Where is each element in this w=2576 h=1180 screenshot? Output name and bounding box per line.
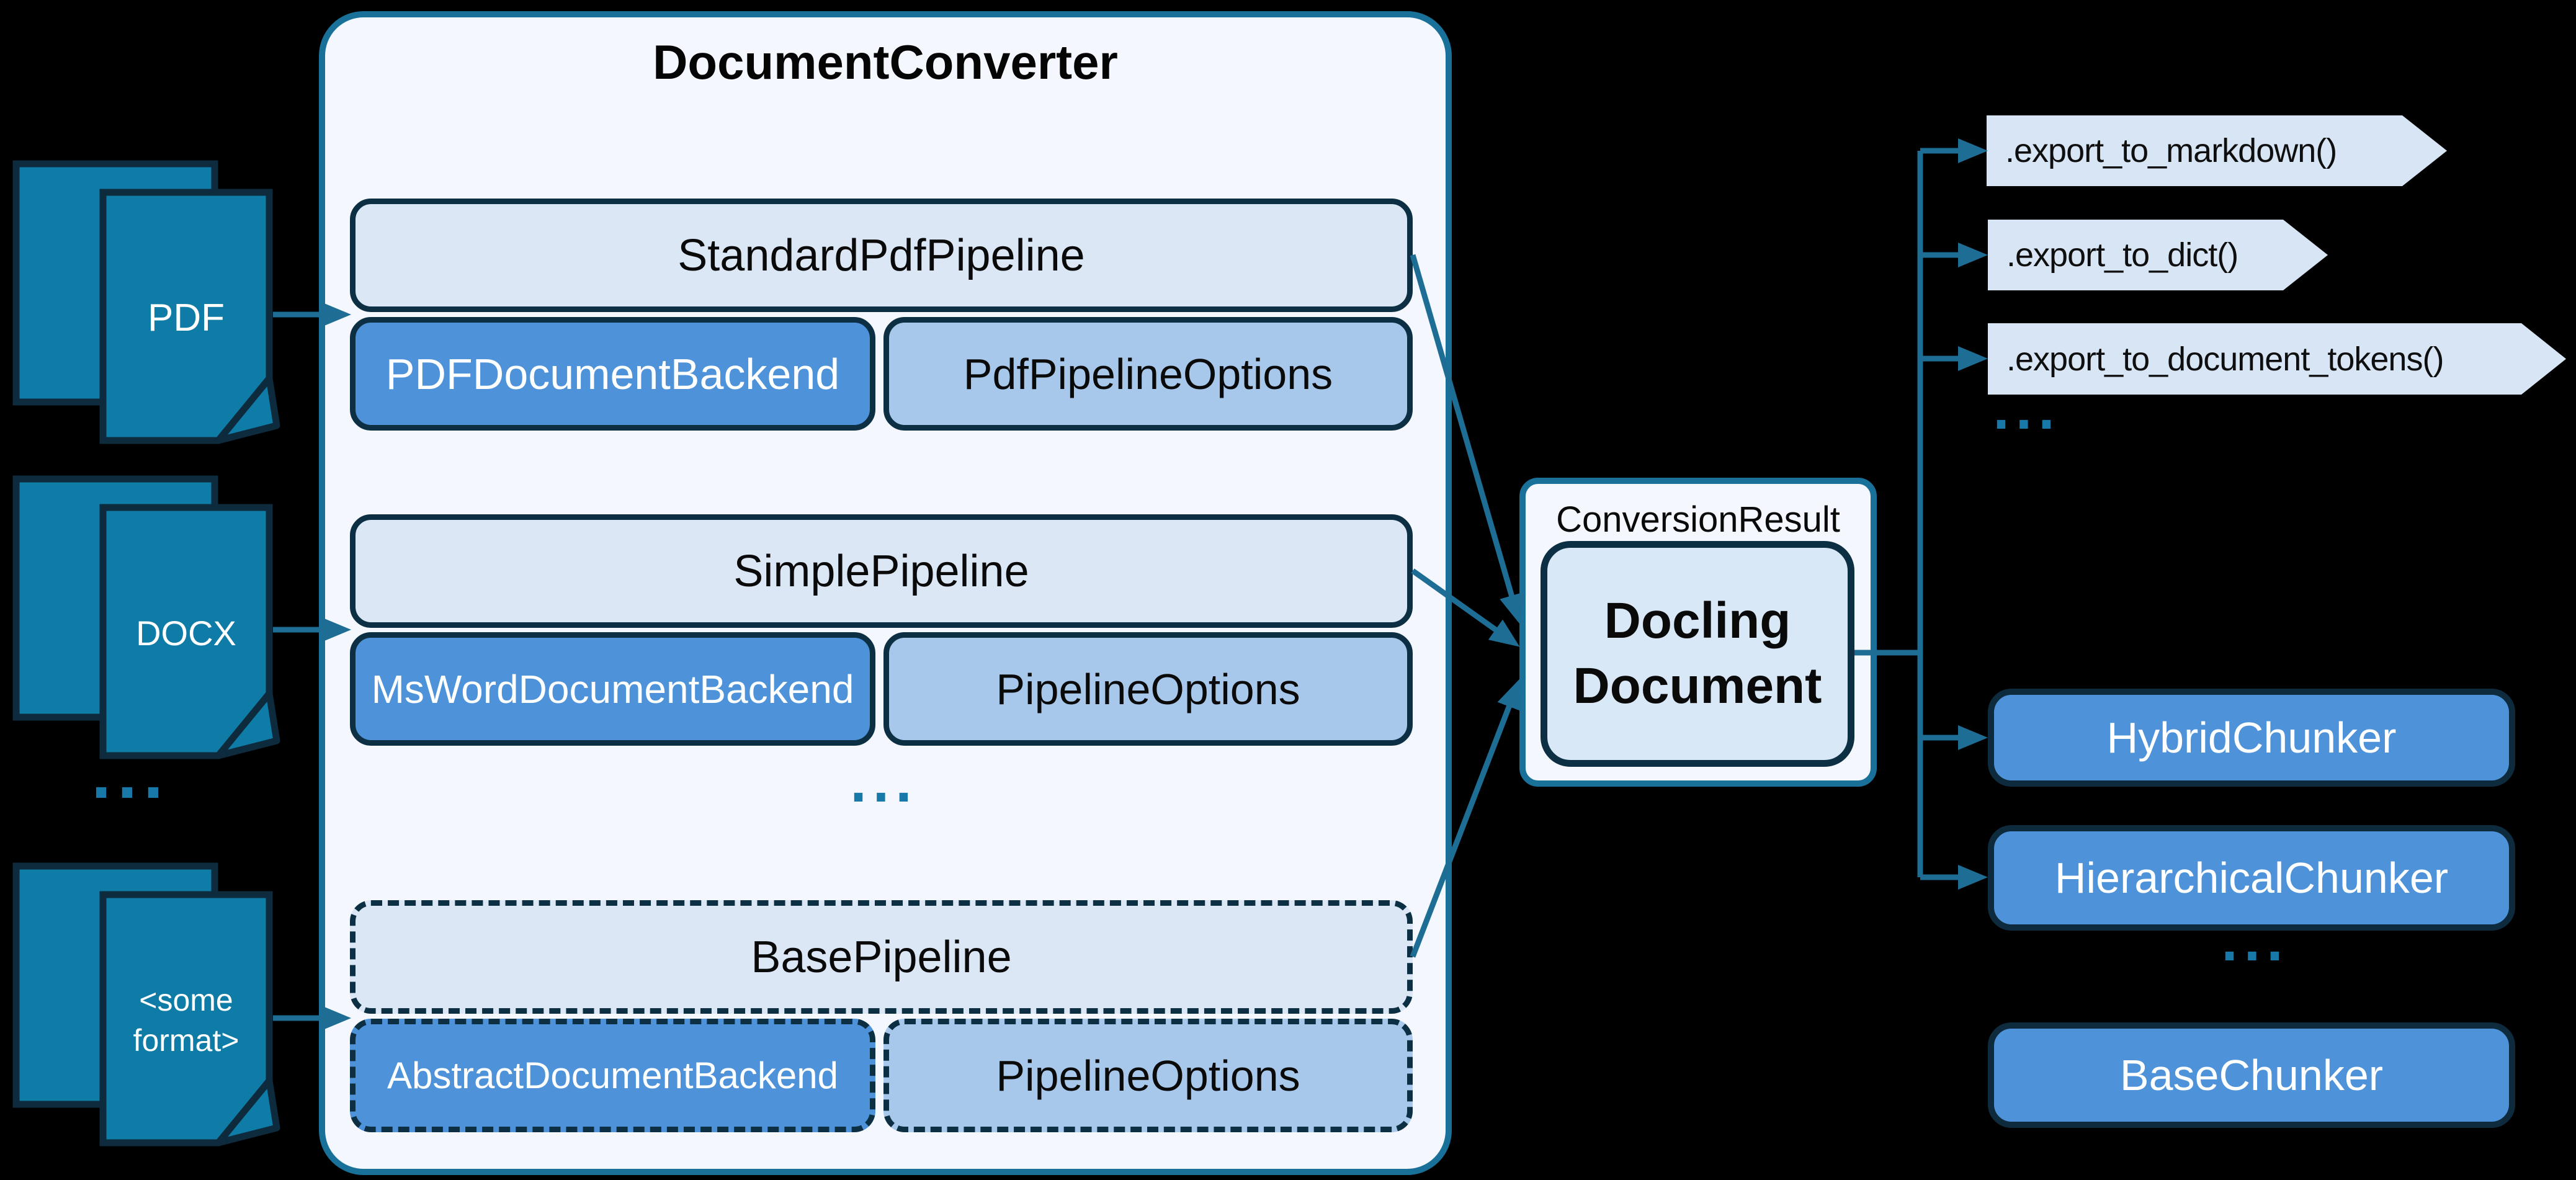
some-format-documents-icon (12, 862, 280, 1146)
conversion-result-label: ConversionResult (1556, 499, 1840, 540)
pdf-fold-corner (215, 375, 280, 444)
abstract-document-backend-box: AbstractDocumentBackend (350, 1019, 875, 1132)
converter-ellipsis: ... (850, 749, 918, 815)
docx-fold-corner (215, 690, 280, 759)
base-pipeline-options-box: PipelineOptions (883, 1019, 1413, 1132)
export-to-markdown-flag: .export_to_markdown() (1987, 115, 2447, 186)
hierarchical-chunker-box: HierarchicalChunker (1988, 825, 2515, 931)
document-converter-title: DocumentConverter (653, 34, 1118, 89)
docling-document-box: Docling Document (1541, 541, 1854, 767)
exports-ellipsis: ... (1993, 376, 2061, 442)
export-to-dict-flag: .export_to_dict() (1988, 220, 2328, 290)
base-chunker-box: BaseChunker (1988, 1022, 2515, 1128)
msword-document-backend-box: MsWordDocumentBackend (350, 632, 875, 746)
some-format-fold-corner (215, 1077, 280, 1146)
some-format-label: <some format> (133, 983, 239, 1058)
docx-documents-icon (12, 475, 280, 759)
docling-document-line1: Docling (1604, 592, 1791, 650)
docling-document-line2: Document (1573, 658, 1822, 714)
pipeline-options-box: PipelineOptions (883, 632, 1413, 746)
input-ellipsis: ... (91, 734, 169, 813)
simple-pipeline-box: SimplePipeline (350, 514, 1413, 628)
pdf-documents-icon (12, 160, 280, 444)
standard-pdf-pipeline-box: StandardPdfPipeline (350, 199, 1413, 312)
chunkers-ellipsis: ... (2221, 908, 2289, 973)
base-pipeline-box: BasePipeline (350, 900, 1413, 1014)
export-to-document-tokens-flag: .export_to_document_tokens() (1988, 323, 2566, 395)
pdf-pipeline-options-box: PdfPipelineOptions (883, 317, 1413, 431)
pdf-label: PDF (148, 296, 225, 339)
docx-label: DOCX (136, 613, 236, 653)
pdf-document-backend-box: PDFDocumentBackend (350, 317, 875, 431)
hybrid-chunker-box: HybridChunker (1988, 689, 2515, 787)
